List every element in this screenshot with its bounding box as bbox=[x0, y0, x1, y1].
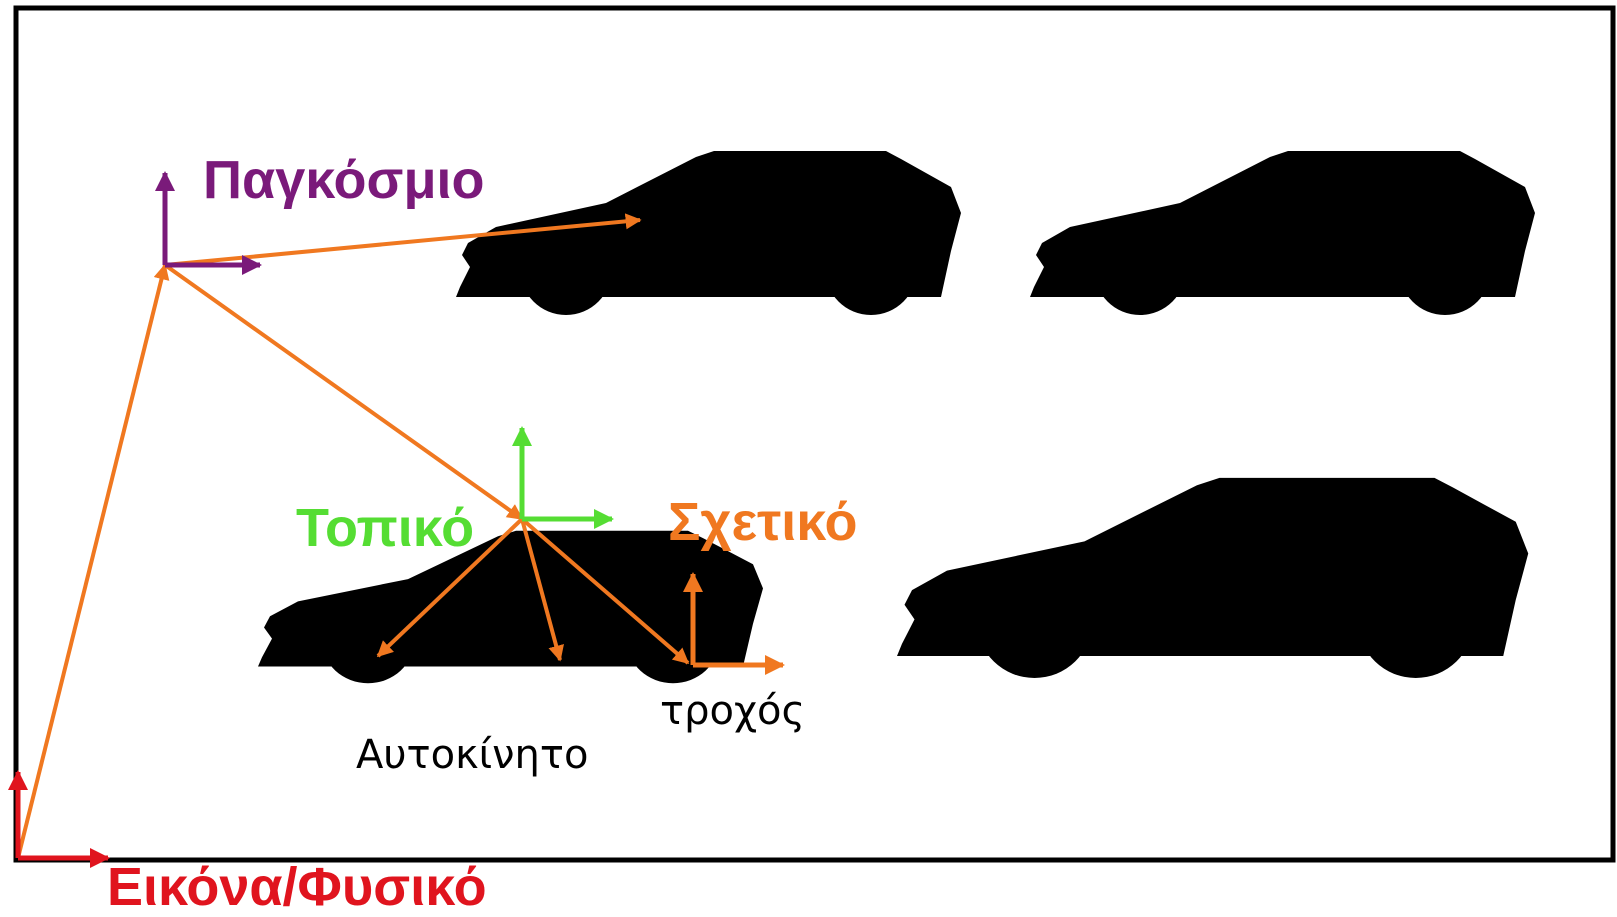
image-axes bbox=[7, 770, 110, 868]
world-axes bbox=[155, 171, 262, 275]
label-relative: Σχετικό bbox=[668, 492, 858, 552]
label-local: Τοπικό bbox=[296, 498, 474, 558]
label-wheel: τροχός bbox=[660, 688, 805, 734]
local-axes bbox=[512, 426, 614, 529]
label-car: Αυτοκίνητο bbox=[356, 732, 588, 778]
car-bottom-right bbox=[897, 477, 1529, 678]
car-top-left bbox=[456, 151, 961, 315]
label-world: Παγκόσμιο bbox=[203, 150, 485, 210]
image-border bbox=[13, 5, 1616, 863]
label-image: Εικόνα/Φυσικό bbox=[107, 857, 487, 917]
car-top-right bbox=[1030, 151, 1535, 315]
wheel-axes bbox=[683, 572, 785, 675]
